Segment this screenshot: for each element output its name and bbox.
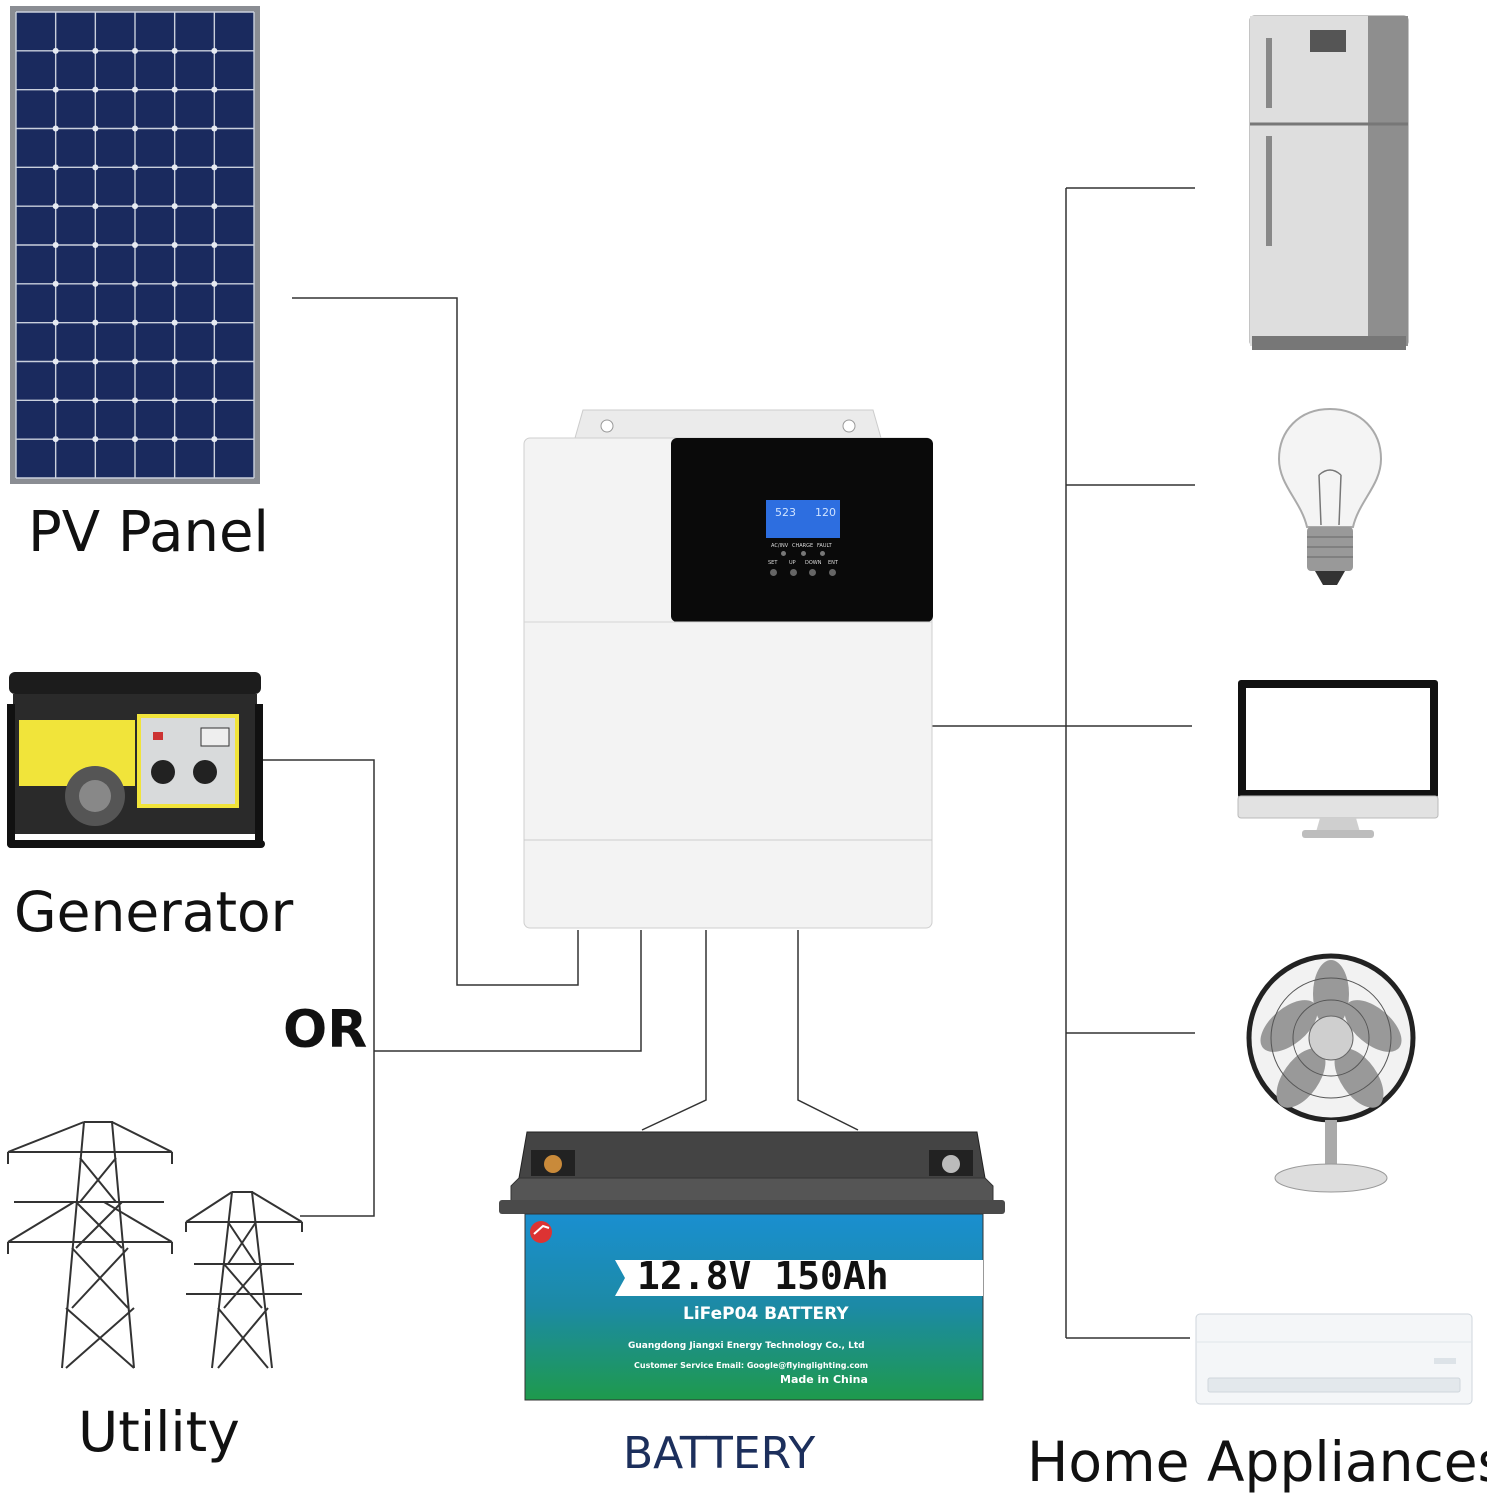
led-ac-inv [781,551,786,556]
button-label-ent: ENT [828,560,838,566]
battery-label: BATTERY [623,1428,816,1479]
source-bus-line [260,759,375,1217]
battery-line-1 [641,930,707,1131]
battery-company: Guangdong Jiangxi Energy Technology Co.,… [628,1341,865,1351]
air-conditioner-icon [1195,1313,1473,1405]
button-label-set: SET [768,560,778,566]
lcd-right-value: 120 [815,506,836,519]
inverter: 523 120 AC/INV CHARGE FAULT SET UP DOWN … [523,408,933,930]
button-label-up: UP [789,560,796,566]
pv-connection-line [292,297,579,986]
indicator-charge: CHARGE [792,543,814,549]
battery-line-2 [797,930,859,1131]
light-bulb-icon [1277,407,1383,585]
battery-origin: Made in China [780,1373,868,1386]
battery-subtitle: LiFeP04 BATTERY [683,1304,849,1324]
refrigerator-icon [1249,15,1409,350]
battery-service: Customer Service Email: Google@flyinglig… [634,1361,869,1370]
lcd-left-value: 523 [775,506,796,519]
ac-input-line [374,930,642,1052]
utility-tower-icon [7,1121,303,1369]
up-button [790,569,797,576]
set-button [770,569,777,576]
indicator-ac-inv: AC/INV [771,543,789,549]
battery-title: 12.8V 150Ah [637,1254,889,1298]
home-appliances-label: Home Appliances [1027,1430,1487,1494]
utility-label: Utility [78,1400,240,1464]
generator-label: Generator [14,880,294,944]
led-fault [820,551,825,556]
pv-panel-icon [10,6,260,484]
led-charge [801,551,806,556]
indicator-fault: FAULT [817,543,832,549]
pv-panel-label: PV Panel [28,500,269,565]
or-label: OR [283,1000,368,1060]
fan-icon [1246,953,1416,1193]
button-label-down: DOWN [805,560,822,566]
down-button [809,569,816,576]
monitor-icon [1237,680,1439,838]
ent-button [829,569,836,576]
generator-icon [7,672,265,848]
battery: 12.8V 150Ah LiFeP04 BATTERY Guangdong Ji… [497,1130,1007,1405]
